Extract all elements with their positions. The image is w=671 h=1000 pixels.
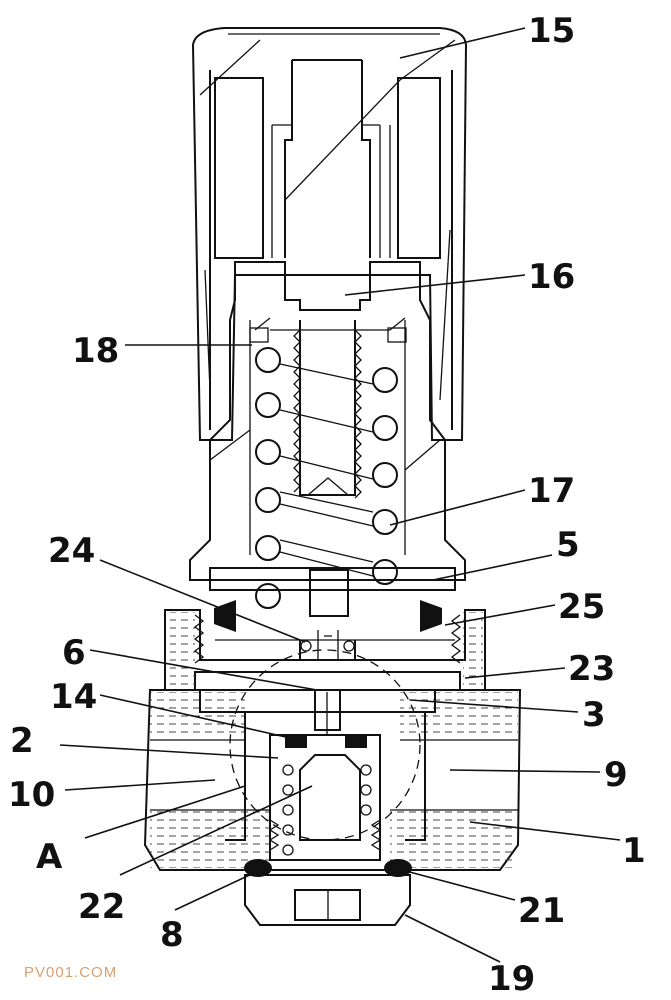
knob-cap: [191, 27, 468, 441]
callout-9: 9: [604, 755, 628, 795]
callout-labels: 15 16 18 17 5 24 25 6 23 14 3 2 9 10 1 A…: [8, 11, 646, 999]
callout-17: 17: [528, 471, 575, 511]
threaded-stem: [249, 320, 407, 499]
watermark: PV001.COM: [24, 964, 117, 981]
callout-18: 18: [72, 331, 119, 371]
callout-21: 21: [518, 891, 565, 931]
callout-19: 19: [488, 959, 535, 999]
callout-10: 10: [8, 775, 55, 815]
callout-1: 1: [622, 831, 646, 871]
valve-body: [143, 649, 522, 871]
callout-24: 24: [48, 531, 95, 571]
callout-2: 2: [10, 721, 34, 761]
bonnet-body: [189, 261, 466, 581]
callout-23: 23: [568, 649, 615, 689]
callout-8: 8: [160, 915, 184, 955]
callout-14: 14: [50, 677, 97, 717]
leader-lines: [59, 27, 621, 963]
callout-A: A: [36, 837, 63, 877]
callout-6: 6: [62, 633, 86, 673]
callout-16: 16: [528, 257, 575, 297]
callout-5: 5: [556, 525, 580, 565]
spring: [255, 347, 398, 609]
callout-22: 22: [78, 887, 125, 927]
callout-3: 3: [582, 695, 606, 735]
callout-25: 25: [558, 587, 605, 627]
callout-15: 15: [528, 11, 575, 51]
bottom-fitting: [244, 859, 412, 926]
